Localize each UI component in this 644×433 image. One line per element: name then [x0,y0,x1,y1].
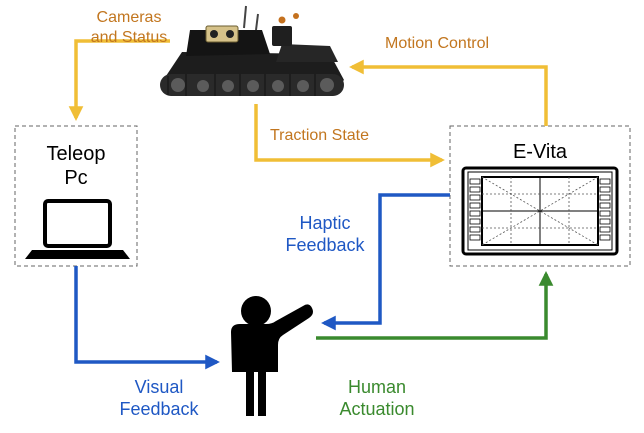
human-actuation-line2: Actuation [339,399,415,419]
human-actuation-line1: Human [347,377,407,397]
evita-title: E-Vita [512,141,568,163]
cameras-status-line1: Cameras [96,9,162,26]
haptic-feedback-label: Haptic Feedback [272,212,378,256]
visual-feedback-line2: Feedback [119,399,199,419]
visual-feedback-label: Visual Feedback [106,376,212,420]
person-pointing-icon [231,296,313,416]
motion-control-arrow [349,59,548,126]
teleop-title-line2: Pc [64,167,88,189]
tracked-robot-icon [160,5,344,96]
tablet-display-icon [461,166,619,256]
cameras-status-label: Cameras and Status [70,8,188,48]
laptop-icon [25,199,130,259]
traction-state-label: Traction State [270,127,370,144]
human-actuation-label: Human Actuation [323,376,431,420]
haptic-feedback-arrow [321,193,450,331]
visual-feedback-arrow [74,266,220,370]
haptic-feedback-line1: Haptic [299,213,351,233]
motion-control-label: Motion Control [385,35,490,52]
traction-state-arrow [254,104,445,168]
cameras-status-arrow [68,39,170,121]
cameras-status-line2: and Status [90,29,168,46]
haptic-feedback-line2: Feedback [285,235,365,255]
human-actuation-arrow [316,271,554,340]
teleop-pc-title: Teleop Pc [15,142,137,190]
teleop-title-line1: Teleop [46,143,106,165]
visual-feedback-line1: Visual [134,377,184,397]
